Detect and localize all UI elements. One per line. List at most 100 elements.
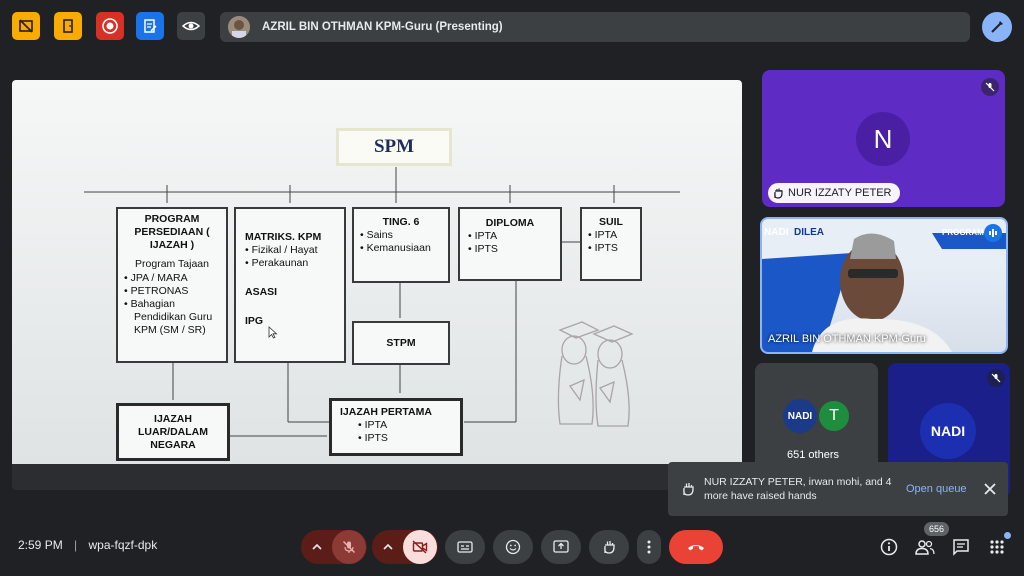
- chevron-up-icon: [383, 543, 393, 550]
- connector-lines: [84, 167, 680, 437]
- participant-tile-azril[interactable]: NADI DILEA PROGRAM AZRIL BIN OTHMAN KPM-…: [760, 217, 1008, 354]
- ipg-label: IPG: [245, 315, 264, 327]
- activities-button[interactable]: [986, 532, 1011, 558]
- suil-title: SUIL: [599, 216, 623, 228]
- matriks-item: • Perakaunan: [245, 257, 309, 269]
- chat-icon: [953, 539, 969, 556]
- camera-options-button[interactable]: [373, 543, 403, 551]
- video-frame: [762, 233, 1006, 352]
- edit-document-icon: [144, 19, 157, 33]
- mic-control-group: [301, 530, 367, 564]
- participant-tile-nur[interactable]: N NUR IZZATY PETER: [762, 70, 1005, 207]
- present-screen-button[interactable]: [541, 530, 581, 564]
- separator: |: [74, 538, 78, 552]
- ting6-box: TING. 6 • Sains • Kemanusiaan: [352, 207, 450, 283]
- present-screen-icon: [553, 540, 569, 553]
- diploma-title: DIPLOMA: [485, 217, 535, 229]
- record-icon: [102, 18, 118, 34]
- stpm-box: STPM: [352, 321, 450, 365]
- more-vert-icon: [647, 540, 651, 554]
- suil-box: SUIL • IPTA • IPTS: [580, 207, 642, 281]
- slide-content: SPM PROGRAM PERSEDIAAN ( IJAZAH ) Progra…: [12, 80, 742, 464]
- camera-toggle-button[interactable]: [403, 530, 437, 564]
- program-title: PROGRAM PERSEDIAAN ( IJAZAH ): [134, 213, 210, 251]
- mic-off-icon: [343, 541, 355, 553]
- program-item: • JPA / MARA: [124, 272, 188, 284]
- raised-hand-icon: [604, 541, 615, 554]
- raised-hand-icon: [774, 188, 783, 199]
- mic-muted-indicator: [981, 78, 999, 96]
- raised-hand-icon: [683, 483, 694, 496]
- ijazah-pertama-item: • IPTS: [358, 432, 388, 444]
- edit-document-button[interactable]: [136, 12, 164, 40]
- matriks-item: • Fizikal / Hayat: [245, 244, 318, 256]
- nadi-logo-text: NADI: [764, 227, 789, 238]
- annotate-button[interactable]: [982, 12, 1012, 42]
- matriks-box: MATRIKS. KPM • Fizikal / Hayat • Perakau…: [234, 207, 346, 363]
- door-exit-icon: [63, 19, 73, 33]
- view-button[interactable]: [177, 12, 205, 40]
- people-button[interactable]: [914, 536, 936, 558]
- top-bar: AZRIL BIN OTHMAN KPM-Guru (Presenting): [0, 0, 1024, 54]
- camera-control-group: [372, 530, 438, 564]
- presenter-avatar: [228, 16, 250, 38]
- raise-hand-button[interactable]: [589, 530, 629, 564]
- open-queue-link[interactable]: Open queue: [906, 483, 967, 495]
- meeting-details-button[interactable]: [878, 536, 900, 558]
- leave-call-button[interactable]: [669, 530, 723, 564]
- no-film-button[interactable]: [12, 12, 40, 40]
- more-options-button[interactable]: [637, 530, 661, 564]
- presenting-banner: AZRIL BIN OTHMAN KPM-Guru (Presenting): [220, 12, 970, 42]
- program-banner: PROGRAM: [942, 228, 984, 237]
- graduates-illustration: [557, 321, 634, 427]
- record-button[interactable]: [96, 12, 124, 40]
- others-avatar-t: T: [817, 399, 851, 433]
- hand-raised-label: NUR IZZATY PETER: [768, 183, 900, 203]
- presenting-text: AZRIL BIN OTHMAN KPM-Guru (Presenting): [262, 21, 503, 33]
- meeting-code: wpa-fqzf-dpk: [88, 538, 158, 552]
- participant-tile-others[interactable]: NADI T 651 others: [755, 363, 878, 498]
- participant-name: AZRIL BIN OTHMAN KPM-Guru: [768, 333, 926, 345]
- participant-avatar: N: [856, 112, 910, 166]
- mic-off-icon: [991, 373, 1001, 383]
- nadi-avatar: NADI: [920, 403, 976, 459]
- diploma-box: DIPLOMA • IPTA • IPTS: [458, 207, 562, 281]
- raised-hands-text: NUR IZZATY PETER, irwan mohi, and 4 more…: [704, 476, 892, 502]
- asasi-label: ASASI: [245, 286, 278, 298]
- ijazah-luar-box: IJAZAH LUAR/DALAM NEGARA: [116, 403, 230, 461]
- close-icon[interactable]: [983, 482, 997, 496]
- notification-dot: [1004, 532, 1011, 539]
- dilea-logo-text: DILEA: [794, 227, 824, 238]
- ting6-item: • Sains: [360, 229, 393, 241]
- program-item: • PETRONAS: [124, 285, 189, 297]
- chevron-up-icon: [312, 543, 322, 550]
- program-sub: Program Tajaan: [135, 258, 209, 270]
- ijazah-pertama-title: IJAZAH PERTAMA: [340, 406, 432, 418]
- reactions-button[interactable]: [493, 530, 533, 564]
- mic-toggle-button[interactable]: [332, 530, 366, 564]
- chat-button[interactable]: [950, 536, 972, 558]
- diploma-item: • IPTS: [468, 243, 498, 255]
- mic-options-button[interactable]: [302, 543, 332, 551]
- ijazah-pertama-item: • IPTA: [358, 419, 388, 431]
- info-icon: [880, 538, 898, 556]
- spm-title: SPM: [336, 128, 452, 166]
- exit-room-button[interactable]: [54, 12, 82, 40]
- pen-icon: [991, 21, 1003, 33]
- eye-icon: [182, 21, 200, 31]
- suil-item: • IPTS: [588, 242, 618, 254]
- audio-speaking-indicator: [984, 224, 1002, 242]
- audio-level-icon: [989, 229, 997, 237]
- others-count: 651 others: [787, 449, 839, 461]
- captions-button[interactable]: [445, 530, 485, 564]
- camera-off-icon: [412, 540, 428, 554]
- emoji-icon: [505, 539, 521, 555]
- program-persediaan-box: PROGRAM PERSEDIAAN ( IJAZAH ) Program Ta…: [116, 207, 228, 363]
- program-item: • Bahagian Pendidikan Guru KPM (SM / SR): [124, 298, 213, 336]
- matriks-title: MATRIKS. KPM: [245, 231, 322, 243]
- suil-item: • IPTA: [588, 229, 618, 241]
- captions-icon: [457, 541, 473, 553]
- bottom-bar: 2:59 PM | wpa-fqzf-dpk: [0, 520, 1024, 576]
- meeting-info: 2:59 PM | wpa-fqzf-dpk: [18, 538, 157, 552]
- others-avatar-nadi: NADI: [783, 399, 817, 433]
